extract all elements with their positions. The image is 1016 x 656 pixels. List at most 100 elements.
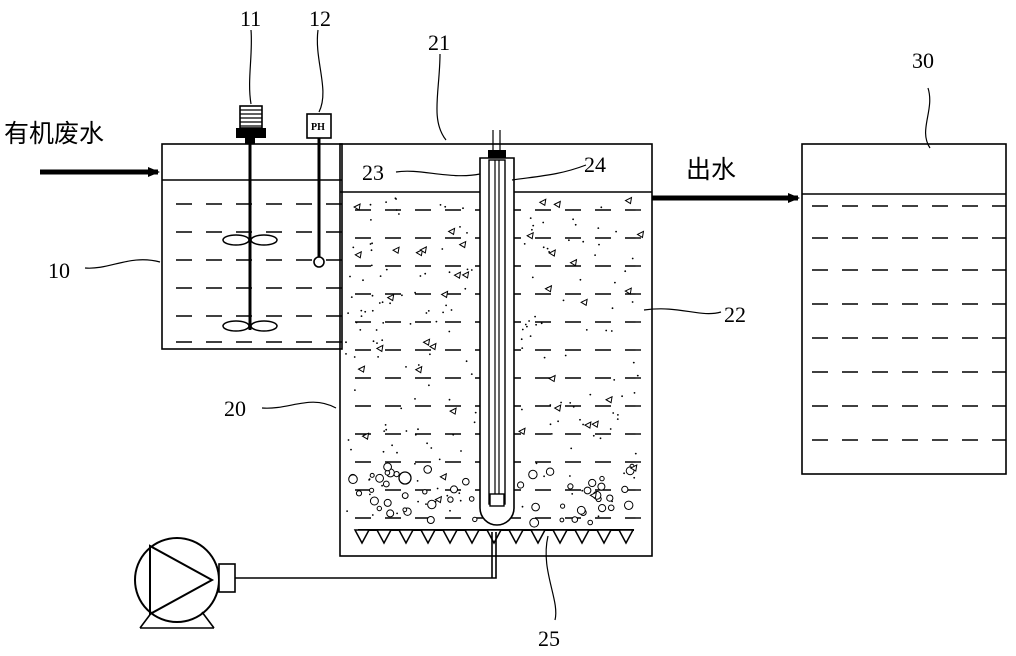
particle-triangle: [419, 246, 427, 254]
particle-dot: [464, 287, 467, 290]
particle-dot: [572, 406, 575, 408]
particle-dot: [531, 276, 534, 279]
aerator-nozzle: [353, 529, 371, 545]
bubble: [587, 519, 594, 526]
particle-dot: [623, 472, 625, 475]
particle-dot: [592, 434, 595, 437]
particle-dot: [581, 489, 584, 492]
particle-dot: [355, 321, 358, 324]
particle-triangle: [453, 271, 462, 279]
particle-dot: [389, 302, 391, 305]
particle-dot: [381, 484, 383, 487]
particle-dot: [371, 514, 374, 516]
particle-dot: [382, 322, 385, 324]
particle-dot: [529, 335, 532, 337]
particle-dot: [350, 448, 352, 451]
particle-dot: [560, 401, 562, 404]
particle-dot: [532, 224, 535, 227]
particle-triangle: [636, 230, 645, 239]
aerator-nozzle: [441, 529, 459, 545]
bubble: [383, 498, 392, 507]
particle-dot: [359, 329, 362, 331]
particle-dot: [448, 398, 451, 401]
particle-dot: [405, 366, 407, 368]
aerator-nozzle: [463, 529, 481, 545]
particle-dot: [632, 361, 635, 364]
particle-dot: [416, 480, 419, 482]
bubble: [393, 471, 400, 478]
particle-dot: [466, 268, 469, 271]
particle-dot: [445, 304, 447, 307]
particle-dot: [520, 338, 523, 341]
particle-dot: [384, 424, 387, 426]
particle-dot: [466, 232, 468, 234]
particle-dot: [370, 219, 372, 221]
bubble: [386, 509, 395, 518]
label-30: 30: [912, 48, 934, 73]
particle-dot: [372, 340, 375, 343]
particle-dot: [459, 226, 461, 228]
label-11: 11: [240, 6, 261, 31]
particle-dot: [425, 312, 428, 314]
particle-dot: [391, 444, 393, 447]
particle-dot: [369, 203, 372, 206]
particle-triangle: [583, 421, 592, 429]
particle-dot: [429, 353, 431, 356]
particle-dot: [360, 309, 363, 312]
particle-dot: [350, 296, 353, 298]
bubble: [559, 517, 565, 523]
particle-triangle: [386, 293, 395, 302]
bubble: [588, 478, 597, 488]
particle-dot: [417, 364, 420, 366]
aerator-nozzle: [485, 529, 503, 545]
particle-dot: [529, 217, 532, 220]
bubble: [382, 480, 390, 488]
particle-dot: [452, 433, 455, 436]
particle-dot: [582, 423, 584, 426]
aerator-nozzle: [595, 529, 613, 545]
particle-dot: [462, 207, 464, 210]
label-25: 25: [538, 626, 560, 651]
label-20: 20: [224, 396, 246, 421]
particle-dot: [353, 356, 356, 358]
particle-triangle: [354, 250, 362, 259]
particle-dot: [378, 302, 381, 304]
bubble: [468, 496, 475, 502]
particle-dot: [633, 392, 636, 394]
particle-dot: [611, 307, 614, 310]
particle-dot: [569, 475, 571, 477]
particle-dot: [400, 407, 403, 410]
particle-dot: [562, 299, 565, 302]
particle-dot: [470, 269, 473, 271]
particle-triangle: [548, 374, 556, 383]
particle-triangle: [392, 246, 400, 255]
particle-triangle: [553, 200, 561, 209]
label-12: 12: [309, 6, 331, 31]
particle-dot: [346, 510, 348, 512]
particle-dot: [613, 379, 616, 381]
particle-dot: [409, 323, 412, 325]
bubble: [426, 516, 435, 524]
bubble: [447, 496, 454, 503]
particle-dot: [615, 230, 617, 233]
particle-dot: [571, 493, 574, 495]
particle-dot: [534, 315, 536, 318]
particle-dot: [458, 492, 461, 495]
particle-triangle: [375, 344, 384, 353]
particle-dot: [523, 243, 526, 245]
particle-dot: [600, 206, 603, 209]
bubble: [560, 503, 566, 509]
particle-dot: [542, 221, 545, 224]
particle-triangle: [526, 231, 534, 240]
particle-dot: [435, 320, 438, 323]
particle-triangle: [548, 249, 556, 257]
inlet-label: 有机废水: [4, 119, 104, 148]
bubble: [607, 504, 615, 512]
label-21: 21: [428, 30, 450, 55]
bubble: [583, 486, 592, 495]
particle-dot: [636, 374, 639, 377]
particle-dot: [543, 356, 546, 359]
particle-dot: [426, 442, 428, 445]
particle-dot: [465, 360, 468, 363]
particle-dot: [564, 354, 567, 357]
